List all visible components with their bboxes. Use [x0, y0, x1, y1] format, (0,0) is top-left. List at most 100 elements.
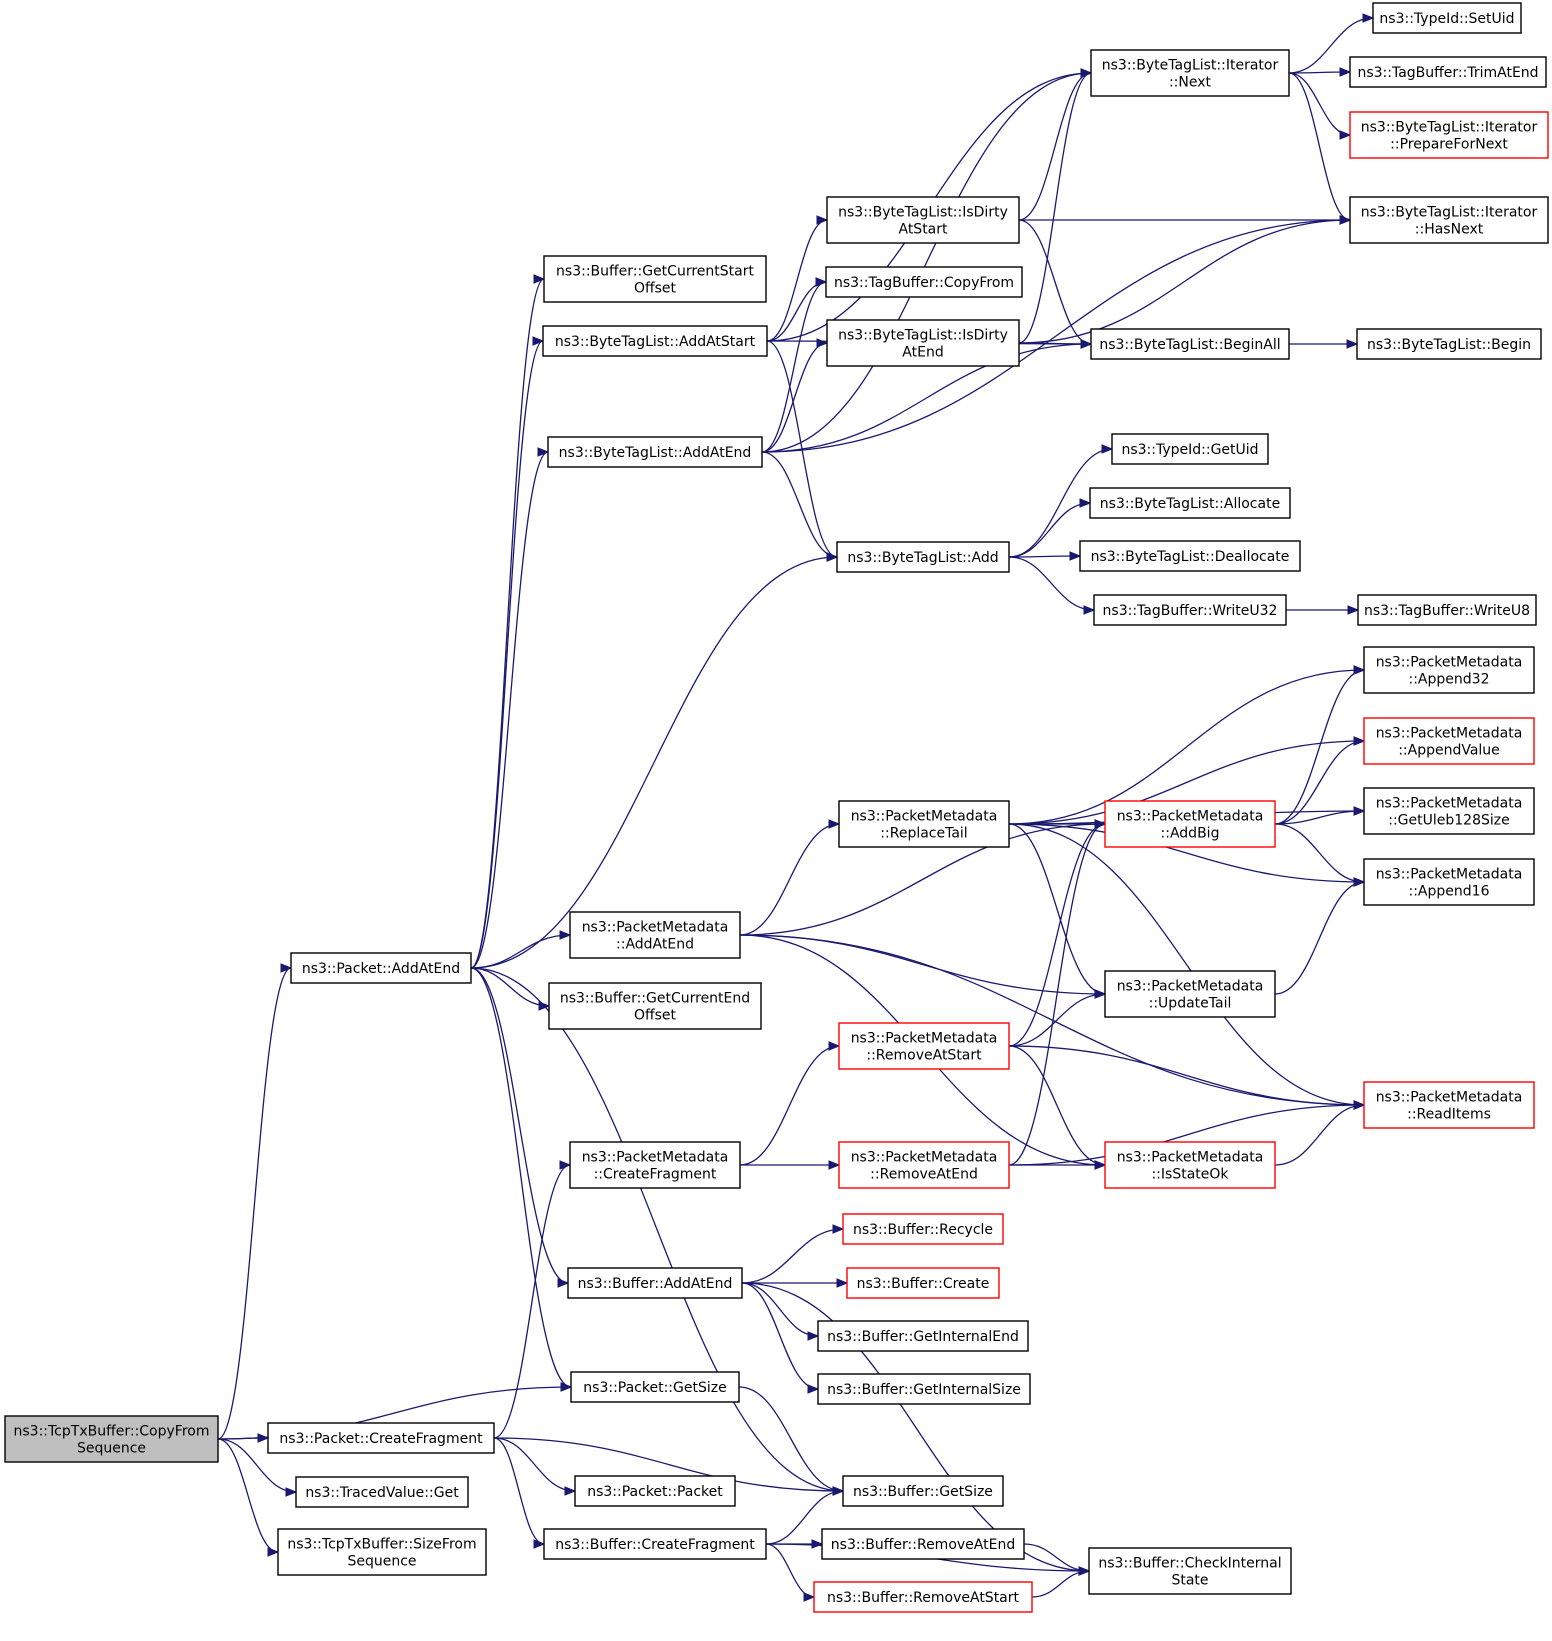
node-label: ns3::ByteTagList::Begin: [1367, 337, 1531, 353]
node-pm-appendvalue[interactable]: ns3::PacketMetadata::AppendValue: [1363, 717, 1535, 765]
node-box: [826, 196, 1020, 244]
edge-pkt-addatend-to-btl-add: [470, 556, 838, 969]
edge-btl-isdirtyatend-to-btl-it-next: [1018, 72, 1092, 344]
arrowhead: [1353, 665, 1366, 675]
node-pm-updatetail[interactable]: ns3::PacketMetadata::UpdateTail: [1104, 970, 1276, 1018]
node-btl-begin[interactable]: ns3::ByteTagList::Begin: [1356, 328, 1542, 360]
edge-pkt-addatend-to-btl-addatend: [470, 451, 549, 969]
arrowhead: [267, 1547, 280, 1557]
node-label: ns3::PacketMetadata: [1376, 655, 1523, 671]
node-buf-createfragment[interactable]: ns3::Buffer::CreateFragment: [543, 1528, 767, 1560]
node-btl-it-hasnext[interactable]: ns3::ByteTagList::Iterator::HasNext: [1349, 196, 1549, 244]
edge-pm-replacetail-to-pm-readitems: [1008, 823, 1365, 1106]
node-buf-getinternalsize[interactable]: ns3::Buffer::GetInternalSize: [817, 1373, 1031, 1405]
node-label: ::IsStateOk: [1151, 1167, 1229, 1183]
edge-btl-add-to-btl-deallocate: [1008, 555, 1081, 558]
node-pkt-addatend[interactable]: ns3::Packet::AddAtEnd: [290, 952, 472, 984]
node-pm-addbig[interactable]: ns3::PacketMetadata::AddBig: [1104, 800, 1276, 848]
node-btl-addatend[interactable]: ns3::ByteTagList::AddAtEnd: [547, 436, 763, 468]
node-pm-removeatstart[interactable]: ns3::PacketMetadata::RemoveAtStart: [838, 1022, 1010, 1070]
edge-pm-createfragment-to-pm-removeatstart: [739, 1045, 840, 1166]
node-box: [542, 325, 768, 357]
node-label: ns3::Packet::Packet: [587, 1484, 723, 1500]
node-label: ns3::Buffer::GetInternalSize: [827, 1382, 1021, 1398]
node-box: [1349, 196, 1549, 244]
node-label: ns3::TcpTxBuffer::SizeFrom: [287, 1537, 476, 1553]
node-label: ns3::PacketMetadata: [1376, 726, 1523, 742]
node-btl-deallocate[interactable]: ns3::ByteTagList::Deallocate: [1079, 540, 1301, 572]
node-pkt-packet[interactable]: ns3::Packet::Packet: [574, 1475, 736, 1507]
node-box: [826, 319, 1020, 367]
node-buf-getsize[interactable]: ns3::Buffer::GetSize: [842, 1475, 1004, 1507]
arrowhead: [1339, 215, 1352, 225]
edge-pm-addatend-to-pm-readitems: [739, 934, 1365, 1106]
node-buf-addatend[interactable]: ns3::Buffer::AddAtEnd: [567, 1267, 743, 1299]
node-btl-addatstart[interactable]: ns3::ByteTagList::AddAtStart: [542, 325, 768, 357]
node-buf-getinternalend[interactable]: ns3::Buffer::GetInternalEnd: [817, 1320, 1029, 1352]
node-box: [4, 1415, 219, 1463]
node-pm-readitems[interactable]: ns3::PacketMetadata::ReadItems: [1363, 1081, 1535, 1129]
node-buf-recycle[interactable]: ns3::Buffer::Recycle: [842, 1213, 1004, 1245]
node-tracedvalue-get[interactable]: ns3::TracedValue::Get: [295, 1476, 469, 1508]
edge-pm-addbig-to-pm-getuleb128size: [1274, 810, 1365, 825]
node-btl-add[interactable]: ns3::ByteTagList::Add: [836, 541, 1010, 573]
node-pm-removeatend[interactable]: ns3::PacketMetadata::RemoveAtEnd: [838, 1141, 1010, 1189]
arrowhead: [1083, 605, 1096, 615]
node-box: [543, 255, 767, 303]
node-box: [1079, 540, 1301, 572]
node-box: [277, 1528, 487, 1576]
node-btl-it-next[interactable]: ns3::ByteTagList::Iterator::Next: [1090, 49, 1290, 97]
node-label: ns3::TagBuffer::WriteU32: [1103, 603, 1278, 619]
node-pm-isstateok[interactable]: ns3::PacketMetadata::IsStateOk: [1104, 1141, 1276, 1189]
edge-pkt-createfragment-to-pm-createfragment: [493, 1164, 571, 1439]
node-pm-createfragment[interactable]: ns3::PacketMetadata::CreateFragment: [569, 1141, 741, 1189]
node-buf-create[interactable]: ns3::Buffer::Create: [846, 1267, 1000, 1299]
node-typeid-getuid[interactable]: ns3::TypeId::GetUid: [1111, 433, 1269, 465]
node-btl-it-preparefornext[interactable]: ns3::ByteTagList::Iterator::PrepareForNe…: [1349, 111, 1549, 159]
arrowhead: [257, 1433, 270, 1443]
node-box: [838, 1141, 1010, 1189]
node-box: [547, 436, 763, 468]
node-tagbuf-trimatend[interactable]: ns3::TagBuffer::TrimAtEnd: [1349, 56, 1547, 88]
node-buf-removeatstart[interactable]: ns3::Buffer::RemoveAtStart: [813, 1581, 1033, 1613]
node-buf-removeatend[interactable]: ns3::Buffer::RemoveAtEnd: [821, 1528, 1025, 1560]
node-pm-append32[interactable]: ns3::PacketMetadata::Append32: [1363, 646, 1535, 694]
node-pkt-getsize[interactable]: ns3::Packet::GetSize: [570, 1371, 740, 1403]
node-label: ::Next: [1169, 75, 1212, 91]
node-tagbuf-writeu32[interactable]: ns3::TagBuffer::WriteU32: [1093, 594, 1287, 626]
node-label: ns3::ByteTagList::Iterator: [1361, 205, 1538, 221]
node-pm-addatend[interactable]: ns3::PacketMetadata::AddAtEnd: [569, 911, 741, 959]
node-pm-getuleb128size[interactable]: ns3::PacketMetadata::GetUleb128Size: [1363, 787, 1535, 835]
edge-pkt-addatend-to-buf-addatend: [470, 967, 569, 1284]
node-label: ns3::PacketMetadata: [582, 1150, 729, 1166]
node-tagbuf-writeu8[interactable]: ns3::TagBuffer::WriteU8: [1357, 594, 1537, 626]
node-btl-allocate[interactable]: ns3::ByteTagList::Allocate: [1089, 487, 1291, 519]
node-pm-append16[interactable]: ns3::PacketMetadata::Append16: [1363, 858, 1535, 906]
edge-pkt-getsize-to-buf-getsize: [738, 1386, 844, 1492]
node-box: [1363, 787, 1535, 835]
edge-btl-addatstart-to-btl-isdirtyatstart: [766, 219, 828, 342]
node-box: [1356, 328, 1542, 360]
node-label: ns3::TagBuffer::CopyFrom: [834, 275, 1014, 291]
edge-pm-removeatstart-to-pm-readitems: [1008, 1045, 1365, 1106]
node-typeid-setuid[interactable]: ns3::TypeId::SetUid: [1372, 2, 1522, 34]
node-btl-beginall[interactable]: ns3::ByteTagList::BeginAll: [1090, 328, 1290, 360]
arrowhead: [1101, 444, 1114, 454]
arrowhead: [1094, 989, 1107, 999]
node-pkt-createfragment[interactable]: ns3::Packet::CreateFragment: [267, 1422, 495, 1454]
arrowhead: [826, 552, 839, 562]
node-pm-replacetail[interactable]: ns3::PacketMetadata::ReplaceTail: [838, 800, 1010, 848]
arrowhead: [811, 1539, 824, 1549]
arrowhead: [559, 1160, 572, 1170]
node-label: Sequence: [77, 1441, 146, 1457]
node-box: [543, 1528, 767, 1560]
edge-pkt-createfragment-to-buf-getsize: [493, 1437, 844, 1492]
node-tagbuf-copyfrom[interactable]: ns3::TagBuffer::CopyFrom: [825, 266, 1023, 298]
